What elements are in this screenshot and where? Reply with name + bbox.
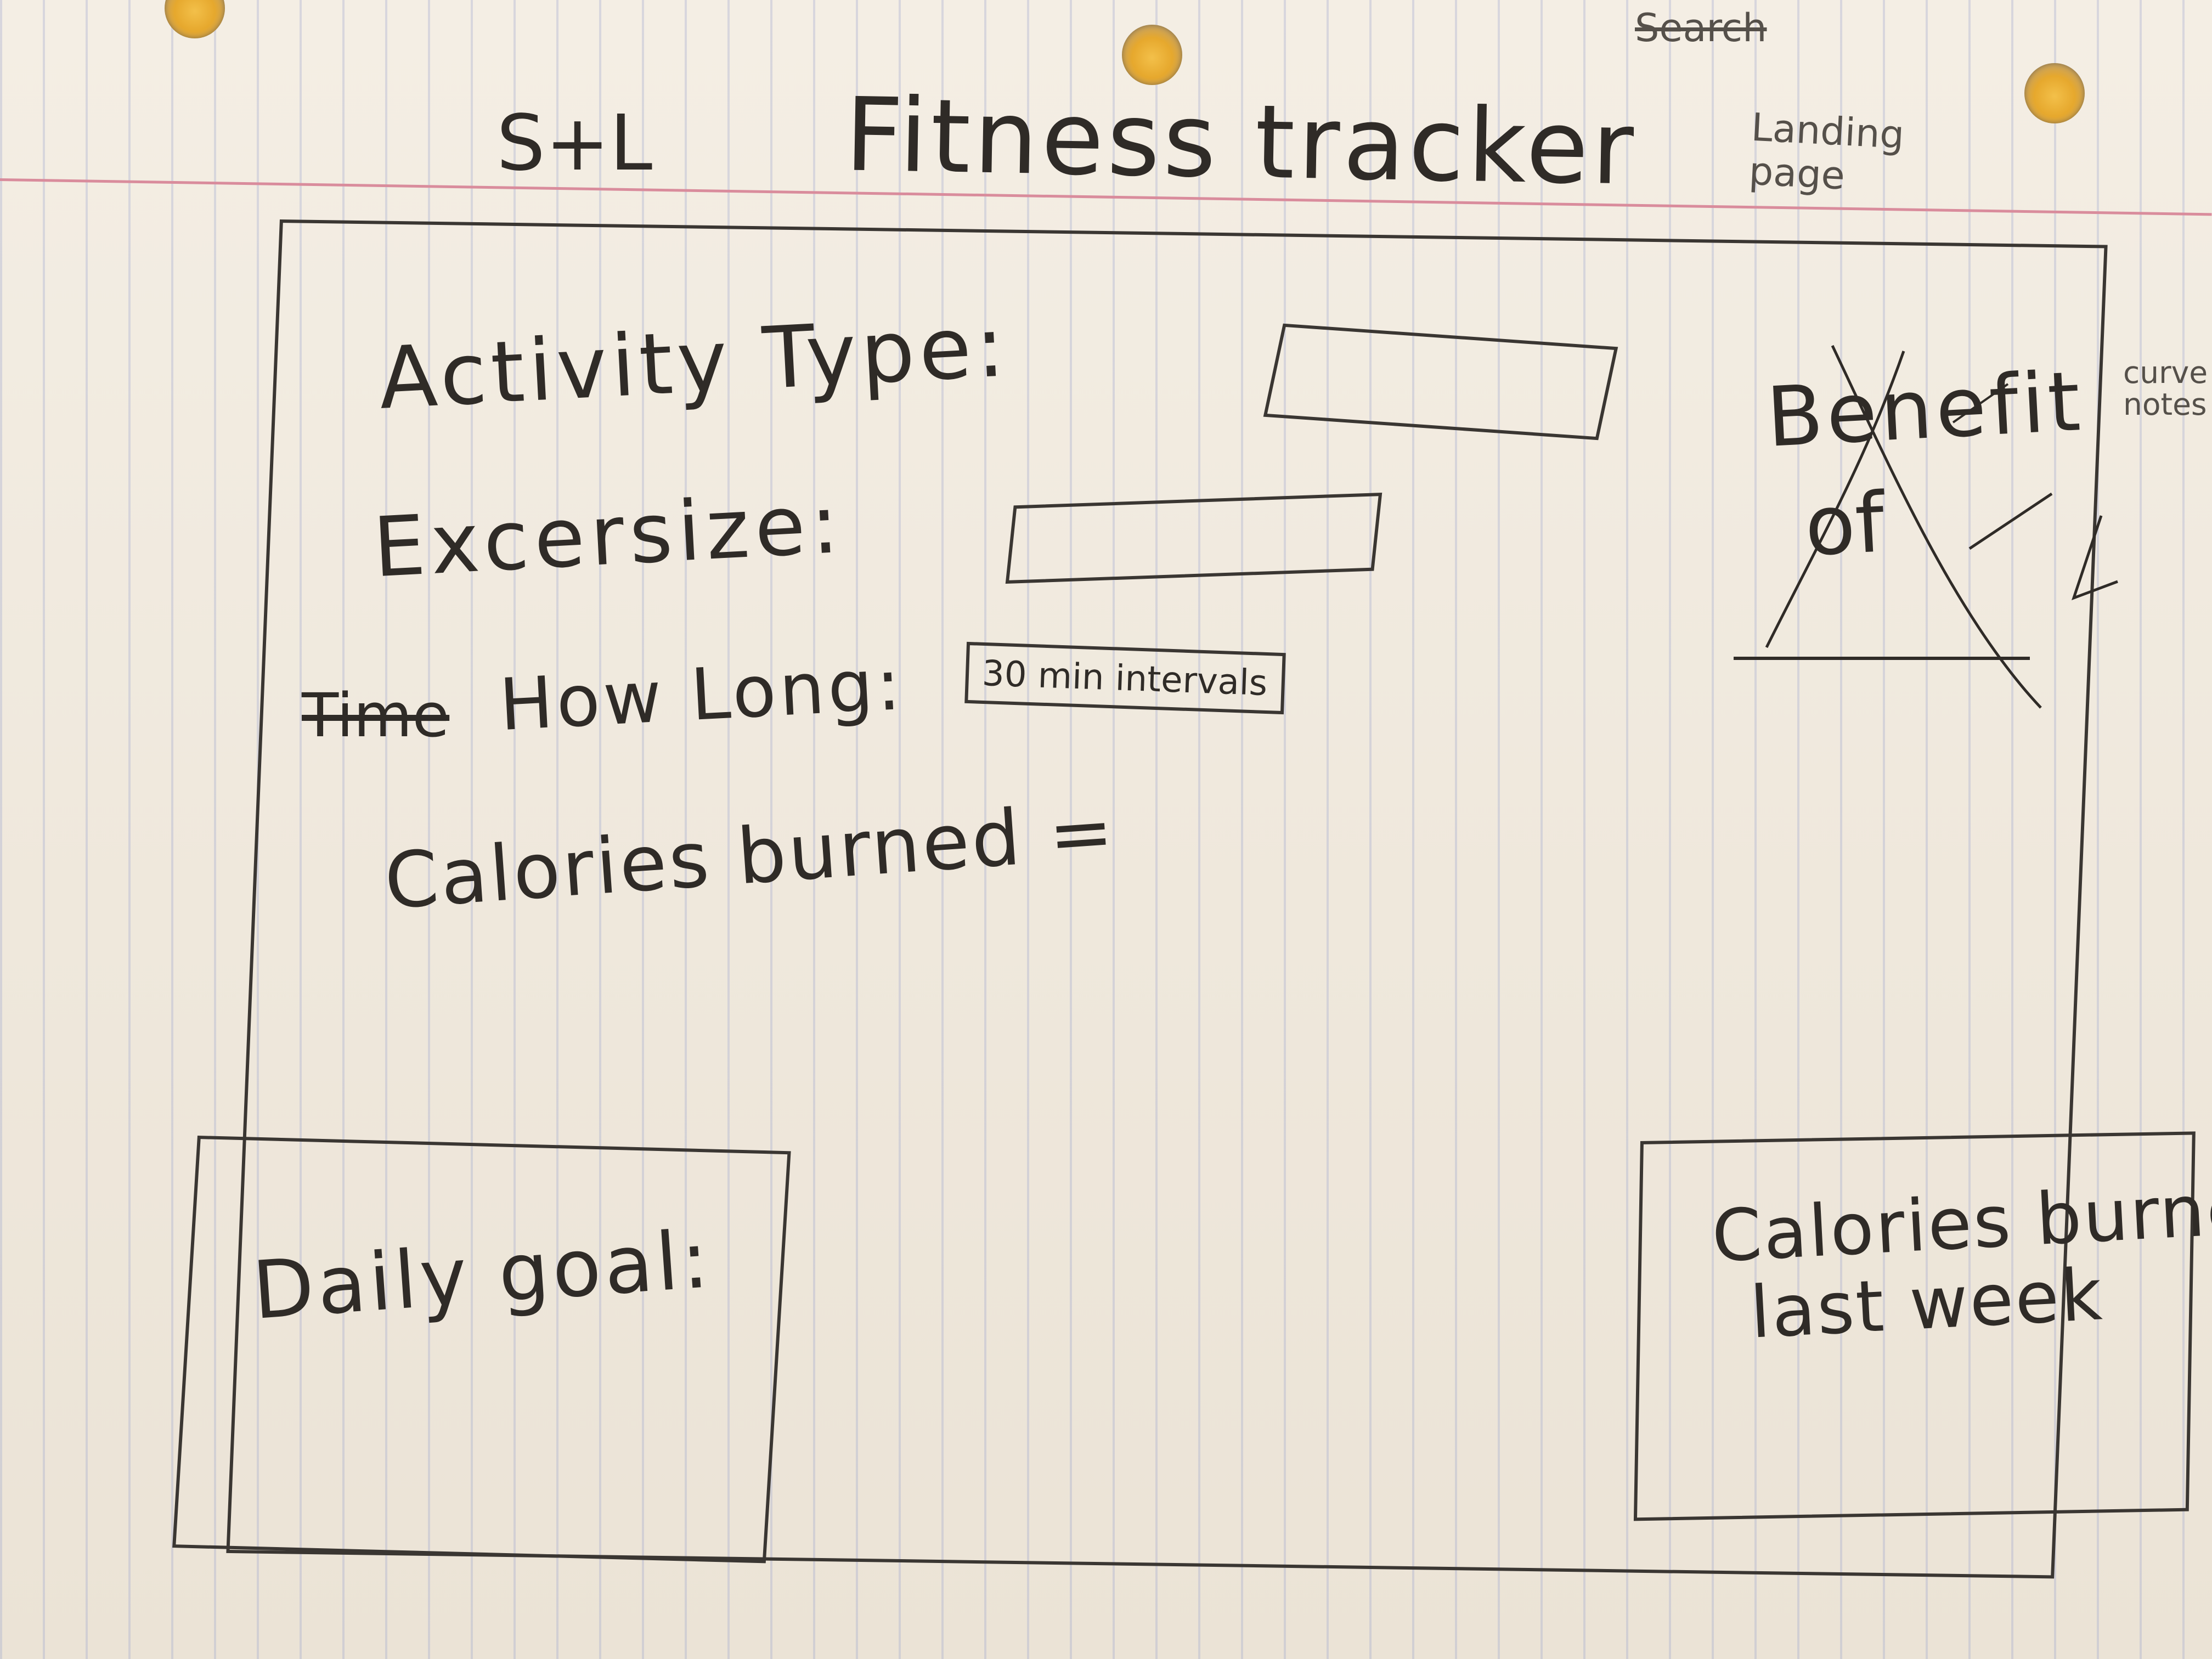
page-title: Fitness tracker: [844, 75, 1638, 208]
binder-hole: [2024, 63, 2085, 123]
struck-note: Search: [1635, 5, 1767, 50]
benefit-label: Benefit: [1764, 353, 2086, 466]
struck-time-label: Time: [302, 680, 450, 751]
benefit-of-label: of: [1802, 475, 1887, 575]
arrow-head-icon: [2071, 515, 2118, 601]
benefit-tick: [1952, 383, 2009, 424]
arrow-shaft: [1968, 492, 2053, 550]
benefit-curve-line: [1831, 345, 2042, 709]
binder-hole: [165, 0, 225, 38]
daily-goal-panel: [172, 1136, 791, 1564]
binder-hole: [1122, 25, 1182, 85]
exercise-input[interactable]: [1005, 492, 1383, 584]
curve-note: curve notes: [2123, 355, 2208, 422]
benefit-curve-sketch: [1734, 345, 2118, 709]
initials: S+L: [496, 99, 653, 188]
landing-page-note: Landing page: [1747, 104, 1906, 199]
benefit-curve-line: [1765, 351, 1905, 648]
